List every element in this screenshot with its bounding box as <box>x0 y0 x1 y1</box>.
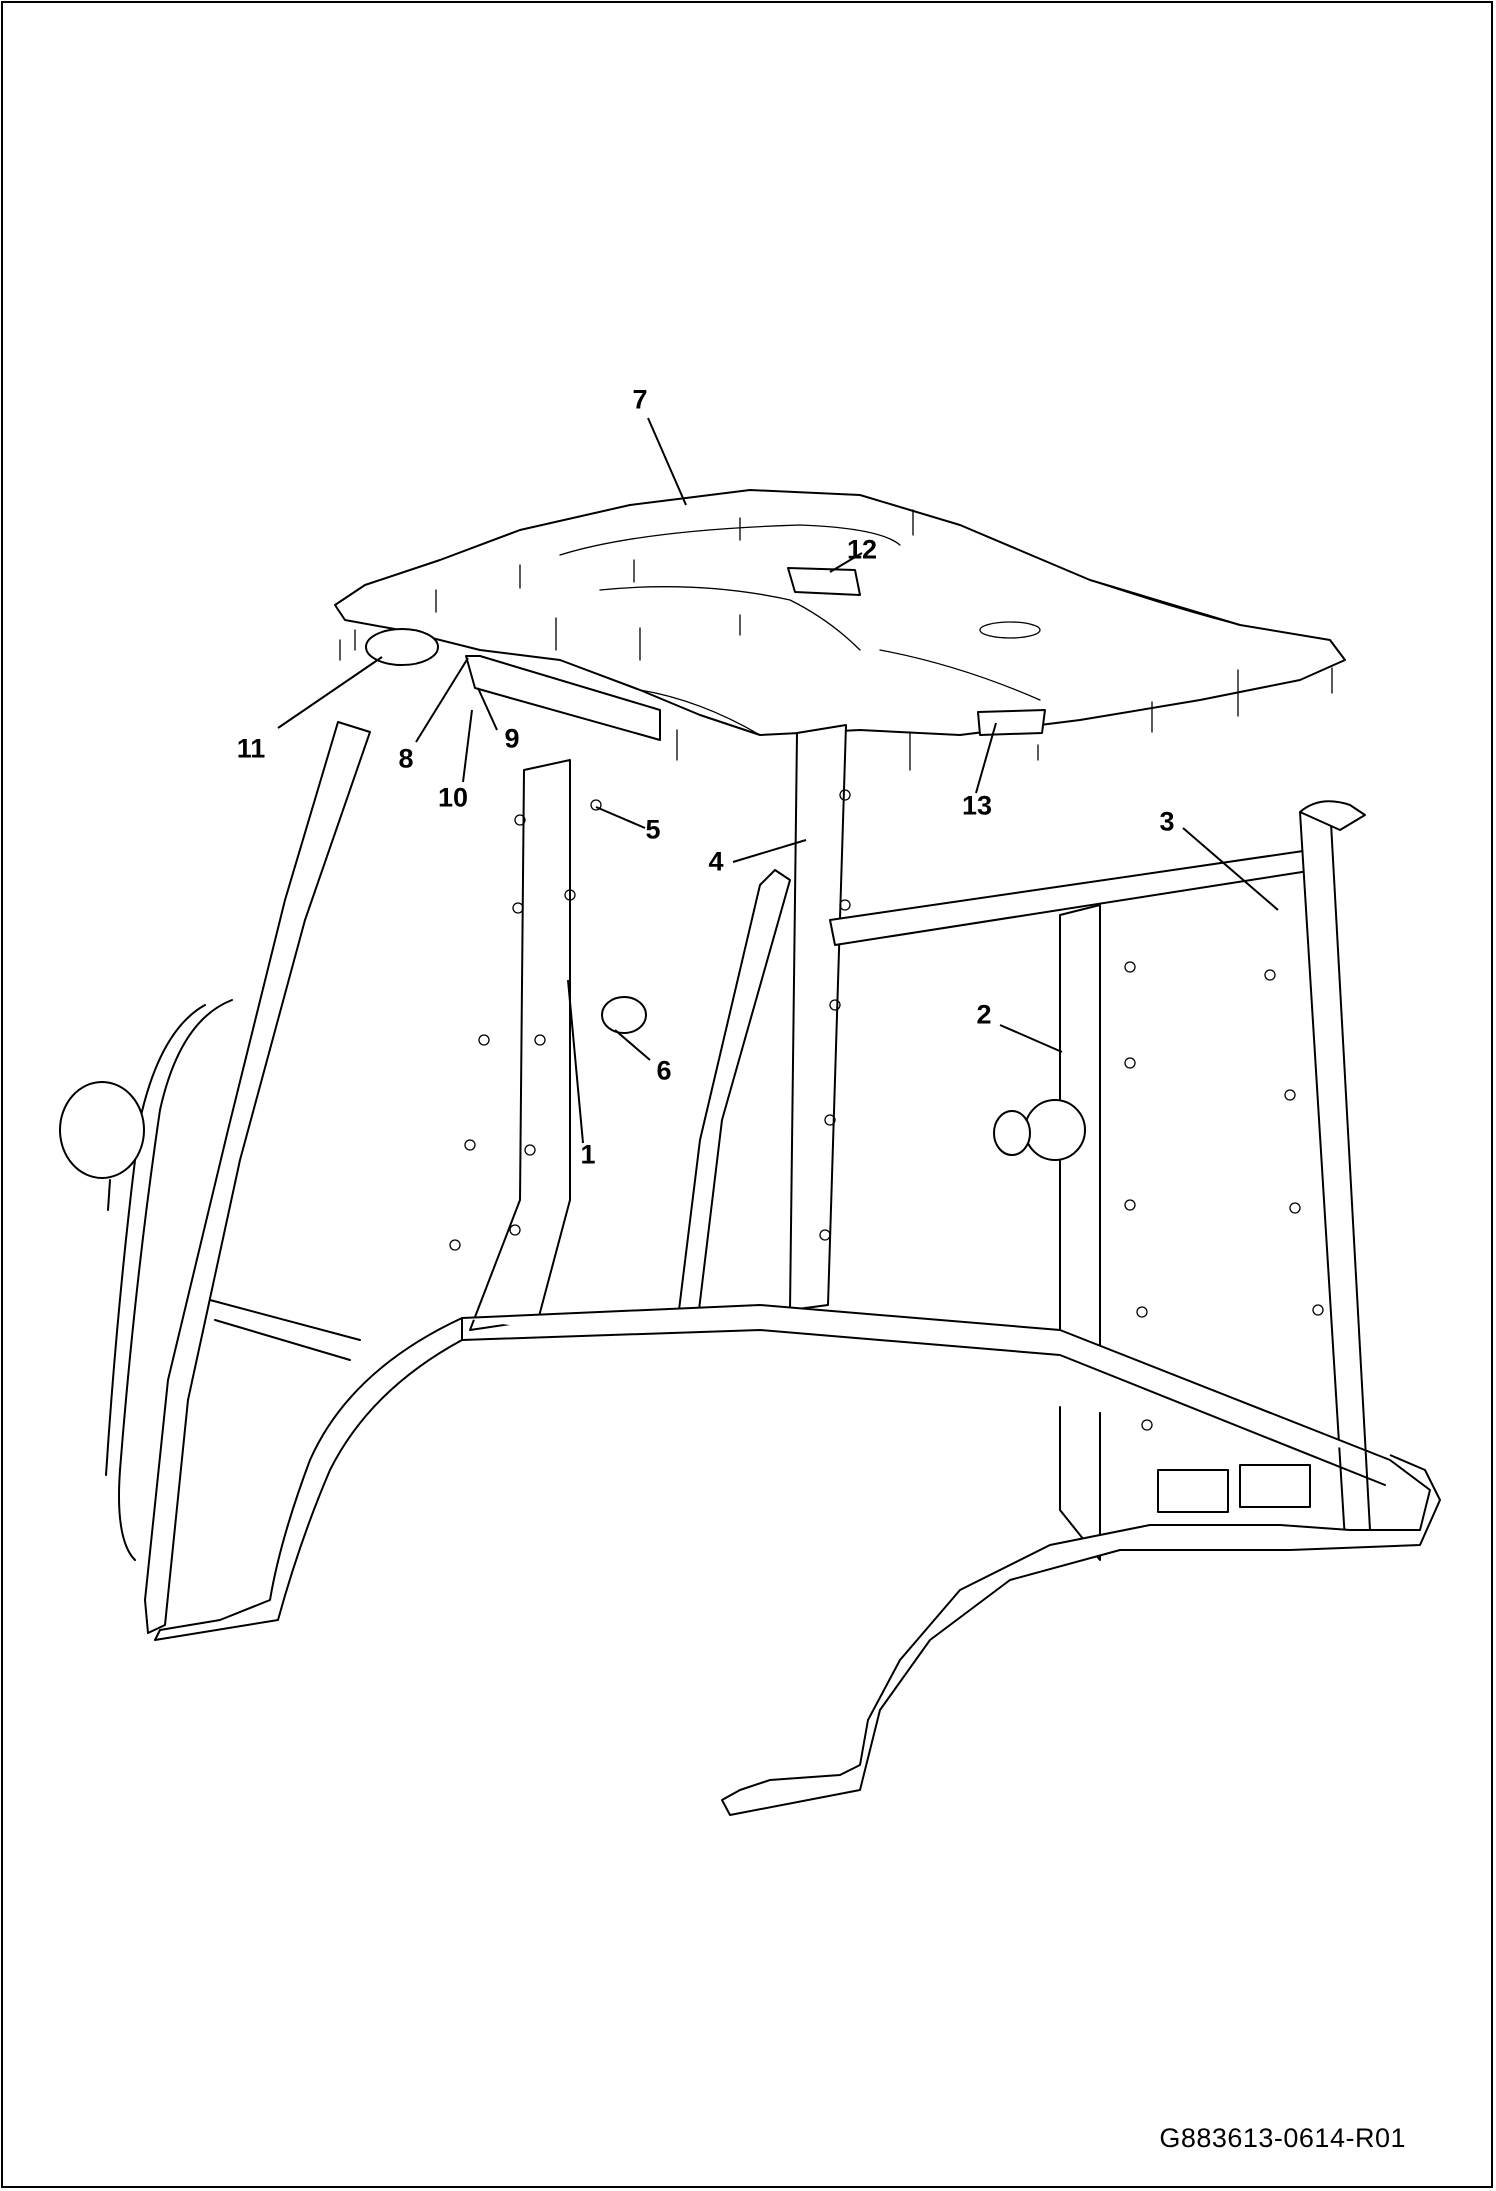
drawing-code: G883613-0614-R01 <box>1159 2123 1406 2153</box>
leader-5 <box>595 806 646 829</box>
leader-10 <box>462 709 473 783</box>
callout-12: 12 <box>846 534 878 565</box>
leader-8 <box>415 657 469 743</box>
leader-1 <box>567 979 584 1144</box>
callout-10: 10 <box>437 782 469 813</box>
leader-12 <box>829 552 863 573</box>
callout-3: 3 <box>1159 806 1175 837</box>
callout-6: 6 <box>656 1055 672 1086</box>
leader-3 <box>1182 827 1279 911</box>
callout-13: 13 <box>961 790 993 821</box>
leader-7 <box>647 417 687 506</box>
leader-2 <box>999 1024 1063 1053</box>
callout-1: 1 <box>580 1139 596 1170</box>
leader-11 <box>277 656 383 729</box>
callout-11: 11 <box>236 733 266 764</box>
callout-4: 4 <box>708 846 724 877</box>
callout-5: 5 <box>645 814 661 845</box>
callout-9: 9 <box>504 723 520 754</box>
roof-headliner <box>334 489 1346 771</box>
callout-7: 7 <box>632 384 648 415</box>
callout-2: 2 <box>976 999 992 1030</box>
leader-lines <box>277 417 1279 1144</box>
callout-8: 8 <box>398 743 414 774</box>
leader-13 <box>975 722 997 794</box>
leader-9 <box>477 687 498 731</box>
cab-frame <box>59 721 1441 1816</box>
leader-4 <box>732 839 807 863</box>
leader-6 <box>614 1029 651 1061</box>
